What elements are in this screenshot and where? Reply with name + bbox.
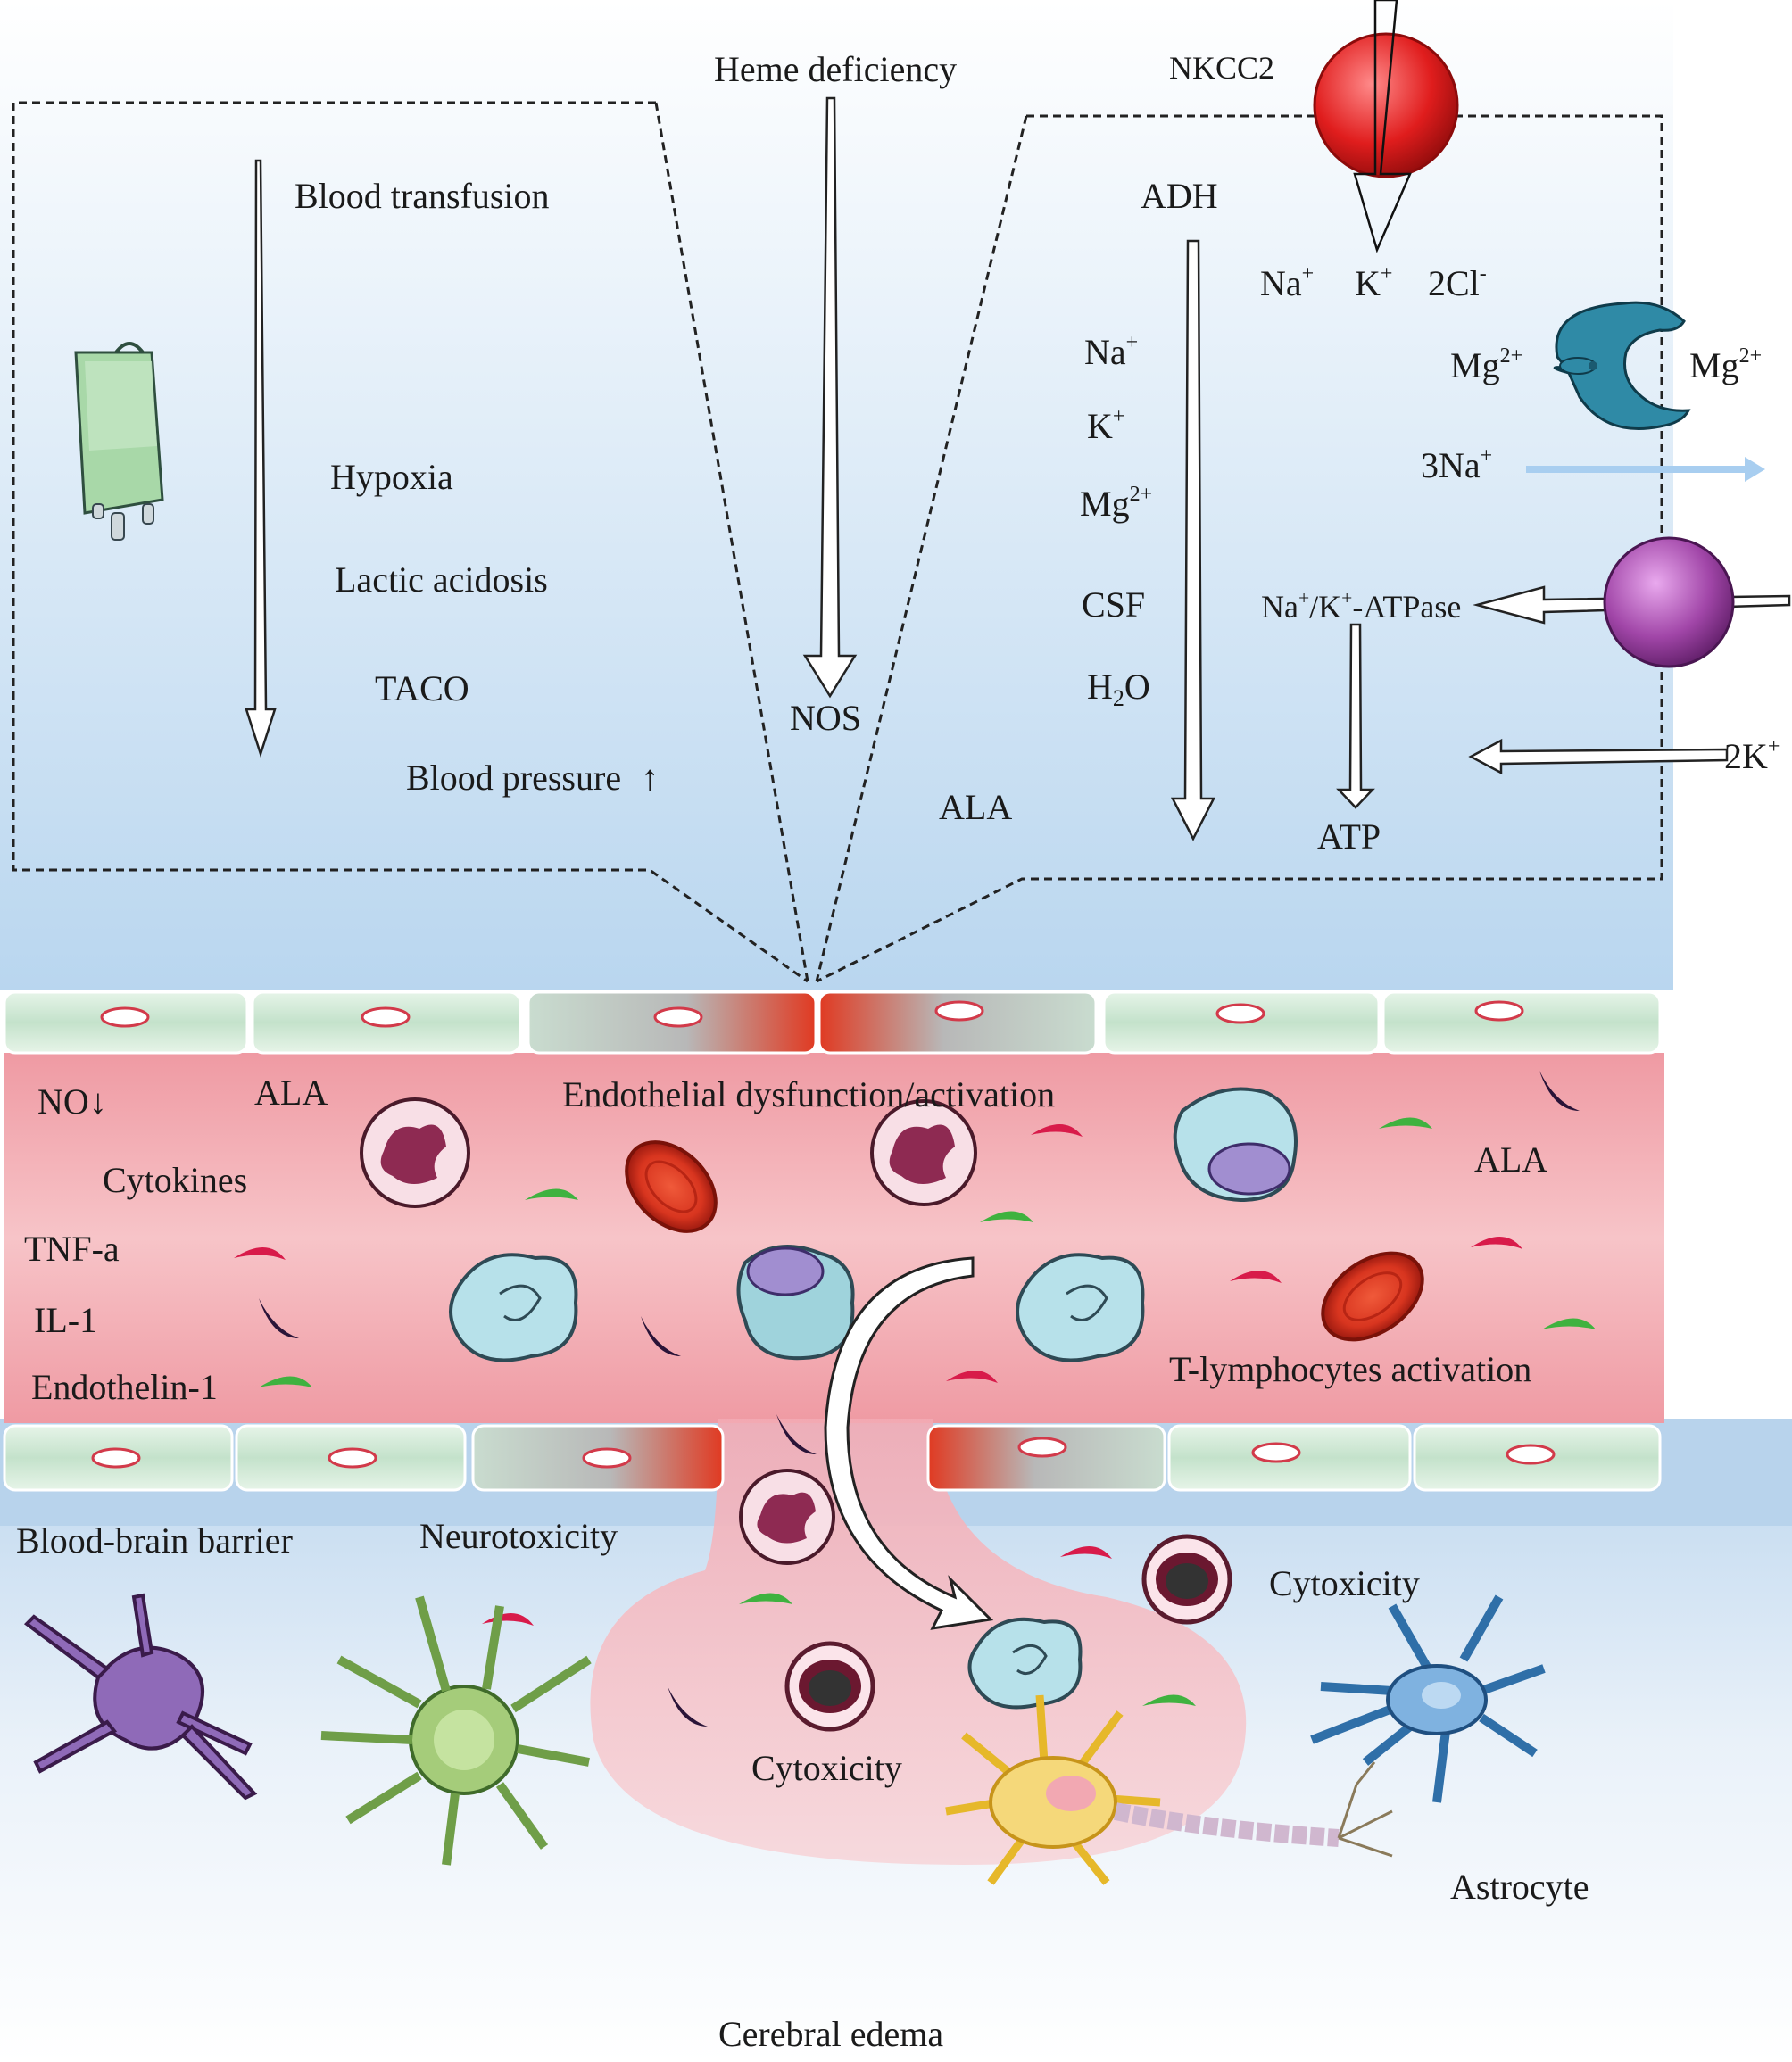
blood-pressure-text: Blood pressure bbox=[406, 758, 622, 798]
mg-list-label: Mg2+ bbox=[1080, 483, 1153, 524]
csf-label: CSF bbox=[1082, 584, 1146, 625]
na-list-label: Na+ bbox=[1084, 332, 1138, 372]
nos-label: NOS bbox=[790, 698, 862, 738]
h2o-label: H2O bbox=[1087, 667, 1150, 710]
ala-vessel-right-label: ALA bbox=[1474, 1139, 1548, 1180]
adh-label: ADH bbox=[1141, 176, 1218, 216]
na3-text: 3Na bbox=[1421, 445, 1481, 485]
mg-in-label: Mg2+ bbox=[1450, 345, 1522, 385]
heme-deficiency-label: Heme deficiency bbox=[714, 49, 958, 89]
taco-label: TACO bbox=[375, 668, 469, 708]
mg-in-text: Mg bbox=[1450, 345, 1500, 385]
mg-list-text: Mg bbox=[1080, 484, 1130, 524]
na-k-atpase-rest: -ATPase bbox=[1352, 589, 1462, 625]
k2-charge: + bbox=[1767, 735, 1780, 759]
ala-top-label: ALA bbox=[939, 787, 1013, 827]
nkcc2-na-text: Na bbox=[1260, 263, 1302, 303]
nkcc2-k-charge: + bbox=[1380, 262, 1393, 286]
endothelin-legend-label: Endothelin-1 bbox=[31, 1367, 218, 1407]
h2o-h: H bbox=[1087, 667, 1113, 707]
endothelium-top bbox=[3, 990, 1662, 1055]
tnf-legend-label: TNF-a bbox=[24, 1229, 120, 1269]
nkcc2-k-text: K bbox=[1355, 263, 1381, 303]
na-k-atpase-na-charge: + bbox=[1298, 586, 1310, 609]
blood-transfusion-label: Blood transfusion bbox=[295, 176, 550, 216]
cytokines-label: Cytokines bbox=[103, 1160, 248, 1200]
nkcc2-cl-charge: - bbox=[1479, 262, 1487, 286]
mg-channel-charge: 2+ bbox=[1738, 344, 1763, 369]
na-k-atpase-label: Na+/K+-ATPase bbox=[1261, 588, 1462, 625]
cytoxicity-center-label: Cytoxicity bbox=[751, 1748, 902, 1788]
blood-pressure-label: Blood pressure ↑ bbox=[406, 760, 659, 796]
h2o-subscript: 2 bbox=[1112, 684, 1124, 711]
nkcc2-cl-label: 2Cl- bbox=[1428, 263, 1487, 303]
na3-charge: + bbox=[1480, 444, 1493, 468]
ala-vessel-left-label: ALA bbox=[254, 1072, 328, 1113]
nkcc2-cl-text: 2Cl bbox=[1428, 263, 1480, 303]
endothelial-dysfunction-label: Endothelial dysfunction/activation bbox=[562, 1074, 1056, 1114]
h2o-o: O bbox=[1124, 667, 1150, 707]
astrocyte-label: Astrocyte bbox=[1450, 1867, 1589, 1907]
mg-in-charge: 2+ bbox=[1499, 344, 1523, 369]
mg-list-charge: 2+ bbox=[1129, 483, 1153, 507]
na-k-atpase-k: /K bbox=[1309, 589, 1342, 625]
lactic-acidosis-label: Lactic acidosis bbox=[335, 559, 548, 600]
nkcc2-label: NKCC2 bbox=[1169, 50, 1275, 86]
hypoxia-label: Hypoxia bbox=[330, 457, 453, 497]
k2-label: 2K+ bbox=[1724, 736, 1780, 776]
cerebral-edema-label: Cerebral edema bbox=[718, 2014, 944, 2054]
na-list-text: Na bbox=[1084, 332, 1126, 372]
cytoxicity-right-label: Cytoxicity bbox=[1269, 1563, 1420, 1603]
atp-label: ATP bbox=[1317, 816, 1381, 857]
endothelium-bottom bbox=[3, 1424, 1662, 1492]
k2-text: 2K bbox=[1724, 736, 1768, 776]
k-list-charge: + bbox=[1112, 405, 1125, 429]
il1-legend-label: IL-1 bbox=[34, 1300, 98, 1340]
mg-channel-label: Mg2+ bbox=[1689, 345, 1762, 385]
neurotoxicity-label: Neurotoxicity bbox=[419, 1516, 618, 1556]
mg-channel-text: Mg bbox=[1689, 345, 1739, 385]
blood-pressure-up-arrow: ↑ bbox=[641, 758, 660, 798]
na3-label: 3Na+ bbox=[1421, 445, 1492, 485]
bbb-label: Blood-brain barrier bbox=[16, 1520, 293, 1561]
k-list-text: K bbox=[1087, 406, 1113, 446]
no-down-label: NO↓ bbox=[37, 1081, 107, 1122]
nkcc2-k-label: K+ bbox=[1355, 263, 1392, 303]
t-lymphocytes-label: T-lymphocytes activation bbox=[1169, 1349, 1532, 1389]
iv-bag-icon bbox=[74, 342, 164, 541]
na-k-atpase-na: Na bbox=[1261, 589, 1298, 625]
na-k-atpase-k-charge: + bbox=[1341, 586, 1353, 609]
nkcc2-na-charge: + bbox=[1301, 262, 1315, 286]
nkcc2-na-label: Na+ bbox=[1260, 263, 1314, 303]
na-list-charge: + bbox=[1125, 331, 1139, 355]
k-list-label: K+ bbox=[1087, 406, 1124, 446]
